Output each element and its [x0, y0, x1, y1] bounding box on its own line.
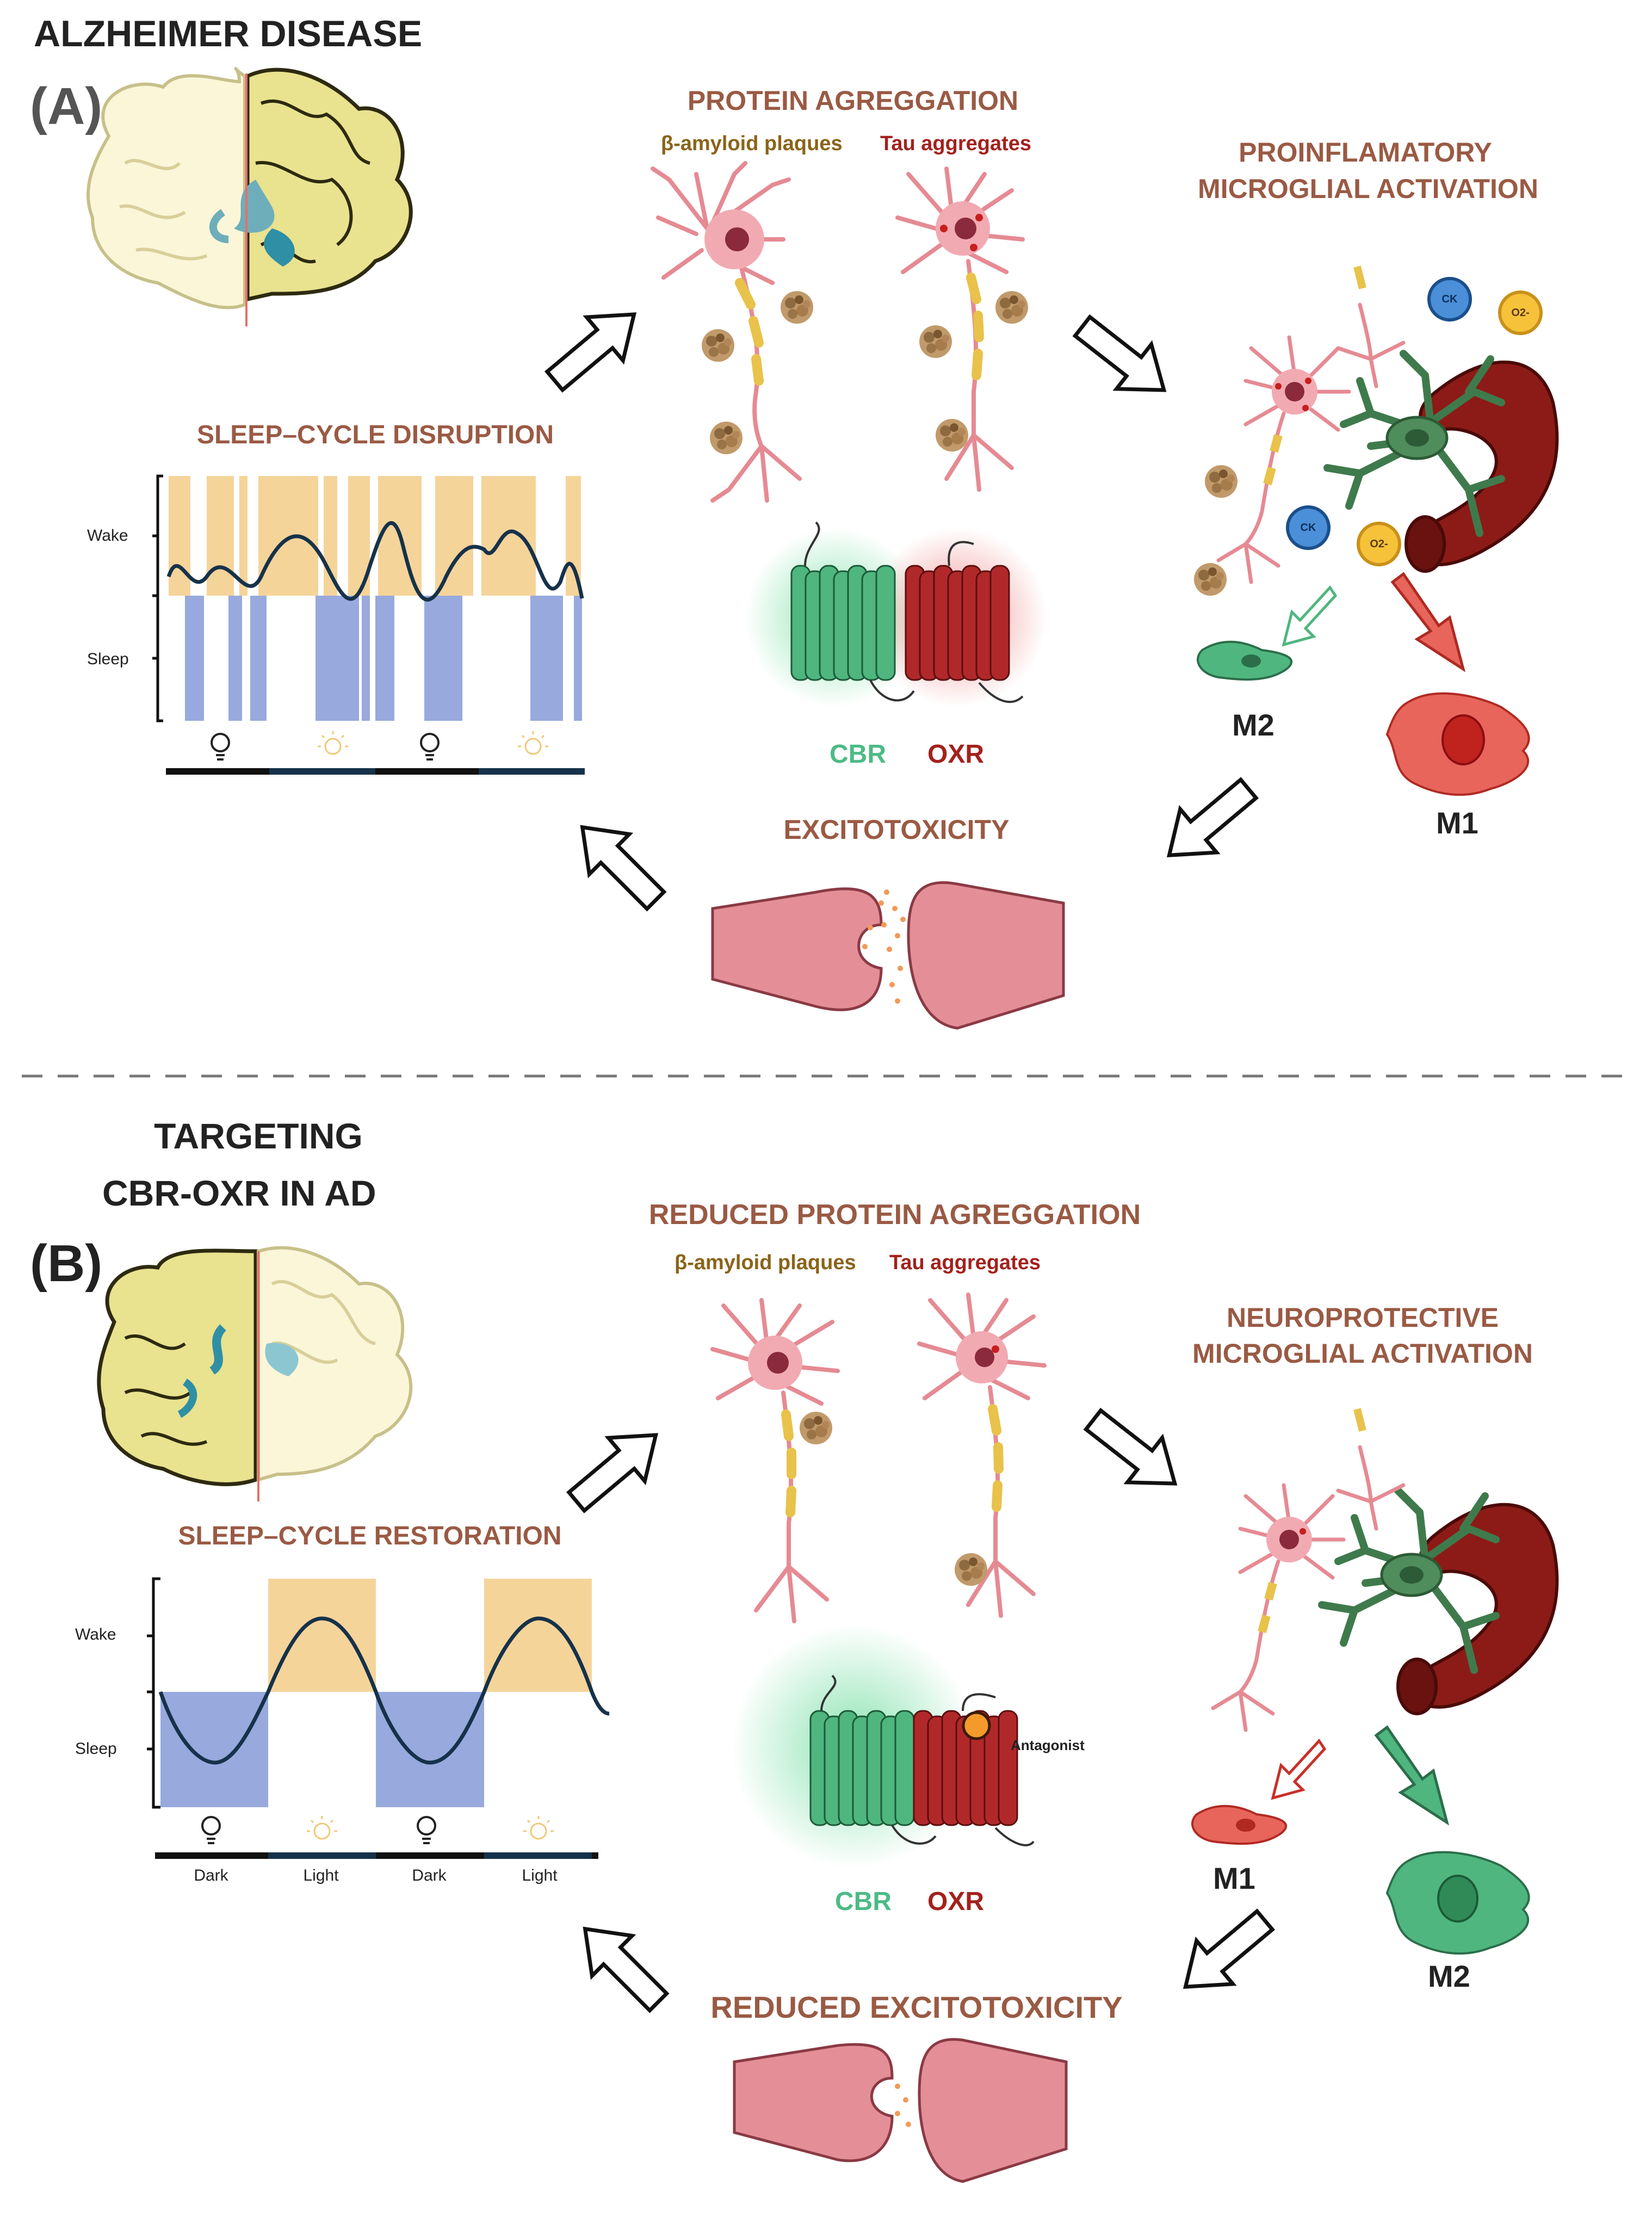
phase-label: Light — [303, 1867, 339, 1884]
neuron-tau-a — [895, 166, 1025, 492]
cbr-label: CBR — [830, 740, 886, 769]
amyloid-label: β-amyloid plaques — [661, 132, 843, 155]
ck-label: CK — [1300, 522, 1316, 534]
o2-label: O2- — [1511, 307, 1530, 319]
bulb-icon — [417, 1816, 436, 1844]
tau-label: Tau aggregates — [889, 1251, 1041, 1274]
arrow-sleep-to-protein-b — [559, 1413, 674, 1523]
m2-arrow-hollow — [1282, 585, 1338, 647]
microglia-title-line2: MICROGLIAL ACTIVATION — [1192, 1338, 1533, 1369]
sleep-disruption-title: SLEEP–CYCLE DISRUPTION — [196, 421, 554, 449]
microglia-title-line2: MICROGLIAL ACTIVATION — [1198, 174, 1538, 204]
tau-label: Tau aggregates — [880, 132, 1032, 155]
amyloid-plaque — [995, 291, 1028, 324]
panel-a-title: ALZHEIMER DISEASE — [34, 13, 423, 54]
neuron-amyloid-b — [710, 1298, 840, 1623]
amyloid-plaque — [1205, 465, 1238, 498]
cytokine-icon — [1286, 505, 1331, 550]
arrow-sleep-to-protein — [537, 293, 652, 403]
receptor-complex-b — [732, 1624, 1035, 1869]
m2-arrow — [1374, 1725, 1450, 1826]
amyloid-plaque — [710, 422, 743, 454]
cbr-label: CBR — [835, 1887, 892, 1916]
oxr-label: OXR — [927, 1887, 985, 1916]
bulb-icon — [420, 733, 440, 761]
antagonist-label: Antagonist — [1011, 1737, 1085, 1753]
neuron-amyloid-a — [651, 161, 802, 503]
m1-label: M1 — [1436, 806, 1478, 840]
reduced-excitotoxicity-title: REDUCED EXCITOTOXICITY — [710, 1990, 1123, 2024]
microglia-title-line1: PROINFLAMATORY — [1239, 137, 1492, 168]
sleep-disruption-chart — [152, 474, 585, 775]
synapse-a — [711, 881, 1065, 1030]
microglia-proinflammatory-a — [1216, 265, 1559, 584]
o2-label: O2- — [1370, 538, 1388, 550]
arrow-microglia-to-excito-b — [1167, 1899, 1283, 2008]
bulb-icon — [211, 733, 230, 761]
arrow-excito-to-sleep — [562, 807, 676, 920]
sleep-restoration-chart — [147, 1577, 610, 1859]
cbr-receptor — [809, 1710, 915, 1826]
oxr-receptor — [905, 565, 1010, 681]
amyloid-plaque — [955, 1553, 987, 1586]
panel-b-title-line2: CBR-OXR IN AD — [102, 1173, 376, 1213]
panel-b-title-line1: TARGETING — [154, 1116, 363, 1156]
sun-icon — [518, 731, 548, 755]
ck-label: CK — [1441, 293, 1458, 305]
amyloid-plaque — [702, 329, 734, 362]
cbr-receptor — [790, 565, 896, 681]
brain-a-illustration — [86, 67, 413, 326]
sleep-axis-label: Sleep — [87, 650, 129, 668]
sleep-restoration-title: SLEEP–CYCLE RESTORATION — [178, 1522, 562, 1550]
oxr-label: OXR — [927, 740, 985, 769]
antagonist-icon — [962, 1711, 991, 1740]
m1-arrow-hollow — [1271, 1738, 1327, 1800]
amyloid-plaque — [800, 1412, 832, 1444]
amyloid-plaque — [1194, 563, 1227, 596]
wake-axis-label: Wake — [75, 1626, 116, 1643]
m2-label: M2 — [1428, 1959, 1470, 1993]
protein-aggregation-title: PROTEIN AGREGGATION — [687, 85, 1019, 116]
wake-axis-label: Wake — [87, 527, 128, 545]
amyloid-plaque — [781, 291, 813, 324]
phase-label: Light — [522, 1867, 558, 1884]
phase-label: Dark — [194, 1867, 228, 1884]
excitotoxicity-title: EXCITOTOXICITY — [783, 814, 1010, 845]
phase-label: Dark — [412, 1867, 447, 1884]
amyloid-plaque — [919, 325, 952, 358]
brain-b-illustration — [97, 1246, 413, 1501]
synapse-b — [733, 2038, 1068, 2183]
receptor-complex-a — [745, 521, 1047, 707]
sun-icon — [523, 1816, 554, 1840]
arrow-microglia-to-excito — [1151, 767, 1266, 877]
amyloid-plaque — [936, 419, 968, 452]
sun-icon — [318, 731, 348, 755]
m1-arrow — [1390, 572, 1466, 672]
microglia-title-line1: NEUROPROTECTIVE — [1226, 1302, 1499, 1333]
reduced-protein-title: REDUCED PROTEIN AGREGGATION — [648, 1199, 1141, 1231]
m1-label: M1 — [1213, 1861, 1255, 1895]
microglia-neuroprotective-b — [1211, 1408, 1559, 1732]
m2-label: M2 — [1232, 708, 1274, 742]
arrow-protein-to-microglia — [1065, 304, 1181, 412]
bulb-icon — [201, 1816, 221, 1844]
arrow-protein-to-microglia-b — [1076, 1398, 1192, 1506]
arrow-excito-to-sleep-b — [565, 1909, 678, 2022]
superoxide-icon — [1498, 291, 1543, 335]
sun-icon — [307, 1816, 337, 1840]
amyloid-label: β-amyloid plaques — [675, 1251, 856, 1274]
neuron-tau-b — [917, 1293, 1047, 1618]
panel-b-label: (B) — [30, 1234, 103, 1293]
sleep-axis-label: Sleep — [75, 1740, 117, 1758]
superoxide-icon — [1357, 522, 1401, 566]
cytokine-icon — [1427, 277, 1472, 322]
panel-a-label: (A) — [30, 77, 103, 135]
